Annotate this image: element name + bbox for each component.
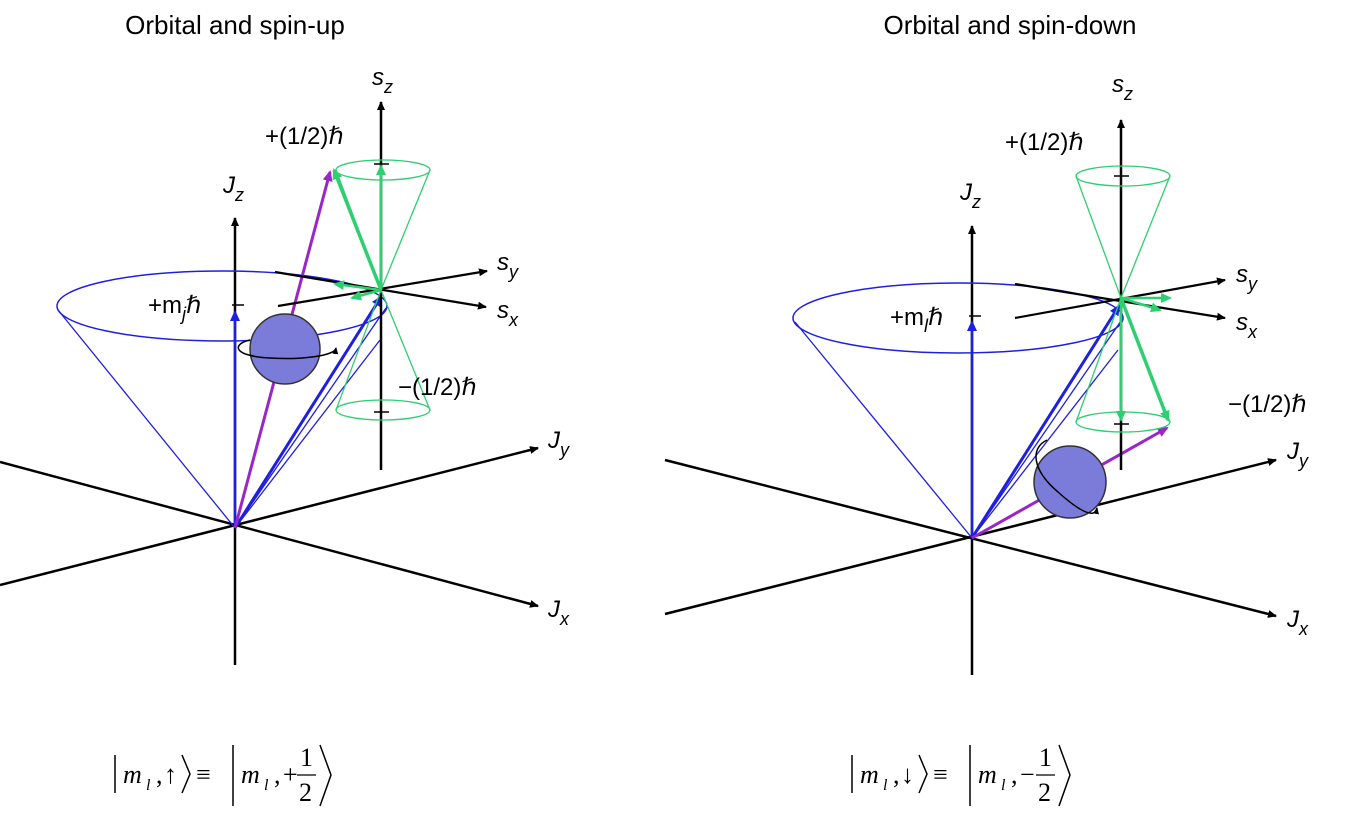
jx-label: Jx [547,596,570,629]
sz-label: sz [1112,71,1133,104]
spin-vector [332,168,383,291]
svg-text:,: , [893,760,900,789]
orbital-cone-edge-left [57,309,236,529]
spin-x-vector [1120,296,1162,313]
spin-cone-upper-edge-left [1075,175,1122,299]
svg-text:−: − [1020,760,1035,789]
svg-text:l: l [1001,777,1006,794]
svg-text:+: + [283,760,298,789]
sy-label: sy [1236,261,1258,294]
svg-text:l: l [264,777,269,794]
svg-text:,: , [1011,760,1018,789]
svg-text:l: l [146,777,151,794]
svg-text:2: 2 [1038,778,1051,807]
spin-up-equation: m l , ↑ ≡ m l , + 1 2 [114,743,332,807]
sy-axis [277,268,488,308]
spin-rotation-arrow [1035,439,1099,515]
svg-text:m: m [123,760,142,789]
jy-axis [0,446,539,587]
orbital-cone-edge-right [971,317,1124,539]
plus-half-label: +(1/2)ℏ [265,123,344,150]
mj-label: +mjℏ [148,292,201,324]
spin-cone-upper-rim [335,159,431,181]
svg-text:2: 2 [299,778,312,807]
orbital-cone-inner [971,349,1119,539]
electron-sphere [249,313,321,385]
svg-text:1: 1 [300,743,313,772]
sx-label: sx [497,297,519,330]
orbital-angular-momentum-vector [970,304,1121,539]
spin-down-equation: m l , ↓ ≡ m l , − 1 2 [851,743,1071,807]
sy-label: sy [497,249,519,282]
panel-spin-up: Orbital and spin-up [0,10,570,807]
svg-text:↑: ↑ [164,760,177,789]
spin-y-vector [333,280,382,292]
spin-cone-lower-rim [335,399,431,421]
jx-axis [664,458,1277,618]
spin-cone-lower-rim [1075,411,1171,433]
orbital-cone-edge-left [794,321,973,539]
spin-vector [1119,297,1170,422]
svg-text:≡: ≡ [196,760,211,789]
spin-x-vector [350,288,382,301]
orbital-cone-inner [234,339,381,529]
spin-cone-lower-edge-right [380,289,431,411]
spin-cone-upper-edge-right [1120,175,1171,299]
jy-label: Jy [1286,438,1309,471]
panel-title: Orbital and spin-down [884,10,1137,40]
svg-text:≡: ≡ [933,760,948,789]
svg-text:1: 1 [1039,743,1052,772]
mj-label: +mlℏ [890,304,943,336]
minus-half-label: −(1/2)ℏ [398,374,477,401]
sx-label: sx [1236,309,1258,342]
jx-label: Jx [1286,606,1309,639]
svg-text:m: m [860,760,879,789]
orbital-angular-momentum-vector [233,295,383,529]
spin-cone-upper-edge-right [380,169,431,291]
jy-label: Jy [547,427,570,460]
svg-text:l: l [883,777,888,794]
svg-text:,: , [274,760,281,789]
jz-label: Jz [959,179,981,212]
panel-spin-down: Orbital and spin-down [664,10,1309,807]
spin-cone-lower-edge-left [1075,297,1122,423]
svg-text:↓: ↓ [901,760,914,789]
electron-sphere [1033,445,1107,519]
panel-title: Orbital and spin-up [125,10,345,40]
plus-half-label: +(1/2)ℏ [1005,129,1084,156]
svg-text:m: m [241,760,260,789]
svg-text:,: , [156,760,163,789]
spin-cone-lower-edge-left [335,289,382,411]
spin-rotation-arrow [237,339,339,360]
jz-label: Jz [222,172,244,205]
minus-half-label: −(1/2)ℏ [1228,391,1307,418]
sz-label: sz [372,64,393,97]
svg-text:m: m [978,760,997,789]
jx-axis [0,460,539,608]
